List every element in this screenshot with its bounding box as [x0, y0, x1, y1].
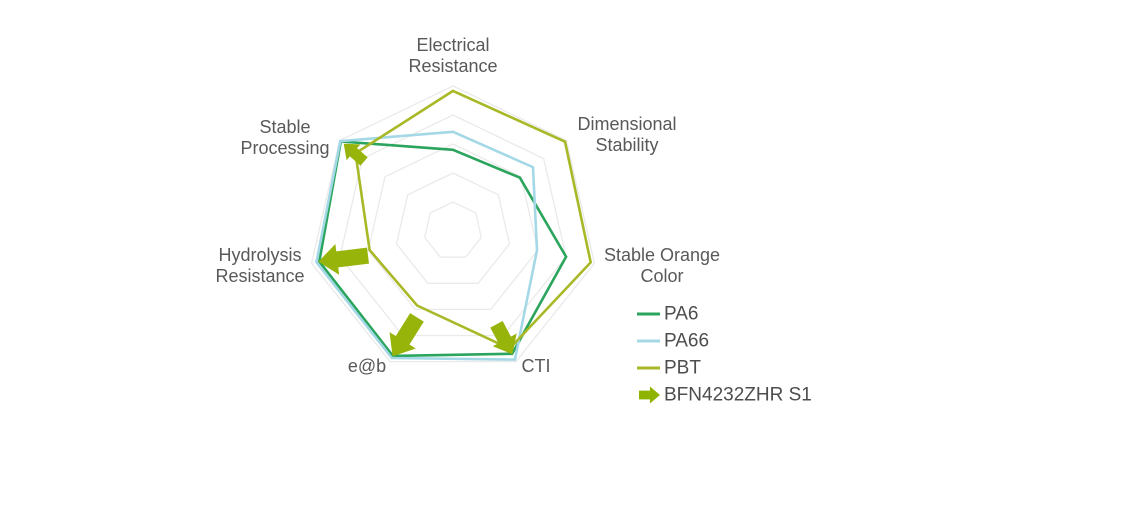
legend-item-bfn4232zhr-s1: BFN4232ZHR S1: [639, 385, 812, 406]
marker-arrow-icon: [389, 313, 424, 357]
legend-label: PBT: [664, 358, 701, 379]
grid-ring: [367, 143, 539, 311]
legend-item-pbt: PBT: [637, 358, 701, 379]
axis-label: CTI: [522, 356, 551, 376]
radar-gridlines: [310, 85, 596, 363]
marker-arrow-icon: [490, 320, 517, 355]
grid-ring: [423, 201, 483, 258]
series-line-pbt: [354, 89, 593, 351]
legend-label: BFN4232ZHR S1: [664, 385, 812, 406]
radar-arrow-markers: [318, 143, 517, 357]
legend-arrow-icon: [639, 386, 660, 404]
series-line-pa6: [317, 140, 568, 358]
legend-label: PA66: [664, 331, 709, 352]
radar-series-lines: [315, 89, 593, 361]
grid-ring: [395, 172, 511, 284]
legend-label: PA6: [664, 304, 699, 325]
series-line-pa66: [315, 130, 539, 361]
grid-ring: [310, 85, 596, 363]
marker-arrow-icon: [343, 143, 368, 166]
legend-item-pa66: PA66: [637, 331, 709, 352]
legend-item-pa6: PA6: [637, 304, 699, 325]
axis-label: e@b: [348, 356, 386, 376]
marker-arrow-icon: [318, 244, 370, 275]
